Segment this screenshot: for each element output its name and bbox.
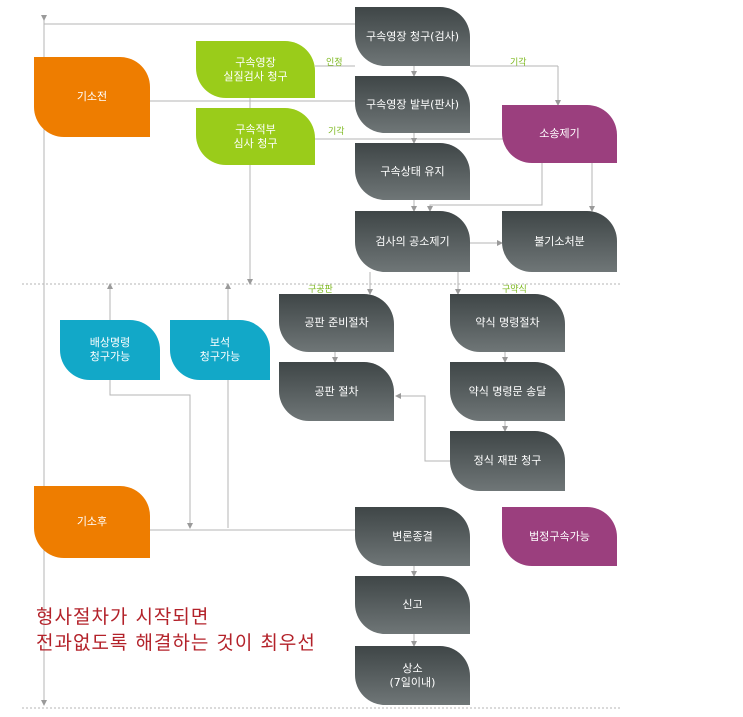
box-trial-prep: 공판 준비절차 bbox=[279, 294, 394, 352]
box-sentencing: 신고 bbox=[355, 576, 470, 634]
box-pre-indictment: 기소전 bbox=[34, 57, 150, 137]
label-accept: 인정 bbox=[326, 58, 343, 68]
box-summary-delivery: 약식 명령문 송달 bbox=[450, 362, 565, 421]
label-summary: 구약식 bbox=[502, 285, 527, 295]
box-non-indictment: 불기소처분 bbox=[502, 211, 617, 272]
box-closing-argument: 변론종결 bbox=[355, 507, 470, 566]
connector-cyan1-down bbox=[109, 380, 193, 529]
box-post-indictment: 기소후 bbox=[34, 486, 150, 558]
box-trial: 공판 절차 bbox=[279, 362, 394, 421]
box-lawsuit: 소송제기 bbox=[502, 105, 617, 163]
box-summary-order: 약식 명령절차 bbox=[450, 294, 565, 352]
label-reject-2: 기각 bbox=[328, 127, 345, 137]
connector-formal-to-trial bbox=[395, 393, 450, 462]
overlay-text-line2: 전과없도록 해결하는 것이 최우선 bbox=[36, 632, 316, 654]
label-reject-1: 기각 bbox=[510, 58, 527, 68]
overlay-text-line1: 형사절차가 시작되면 bbox=[36, 606, 210, 628]
box-warrant-review: 구속영장 실질검사 청구 bbox=[196, 41, 315, 98]
connector-suit-to-prosecute bbox=[427, 163, 543, 212]
box-warrant-issued: 구속영장 발부(판사) bbox=[355, 76, 470, 133]
box-formal-trial: 정식 재판 청구 bbox=[450, 431, 565, 491]
box-warrant-request: 구속영장 청구(검사) bbox=[355, 7, 470, 66]
box-detention-kept: 구속상태 유지 bbox=[355, 143, 470, 200]
box-appeal: 상소 (7일이내) bbox=[355, 646, 470, 705]
box-bail: 보석 청구가능 bbox=[170, 320, 270, 380]
box-compensation: 배상명령 청구가능 bbox=[60, 320, 160, 380]
label-trial: 구공판 bbox=[308, 285, 333, 295]
box-prosecution: 검사의 공소제기 bbox=[355, 211, 470, 272]
box-detention-review: 구속적부 심사 청구 bbox=[196, 108, 315, 165]
box-court-detention: 법정구속가능 bbox=[502, 507, 617, 566]
